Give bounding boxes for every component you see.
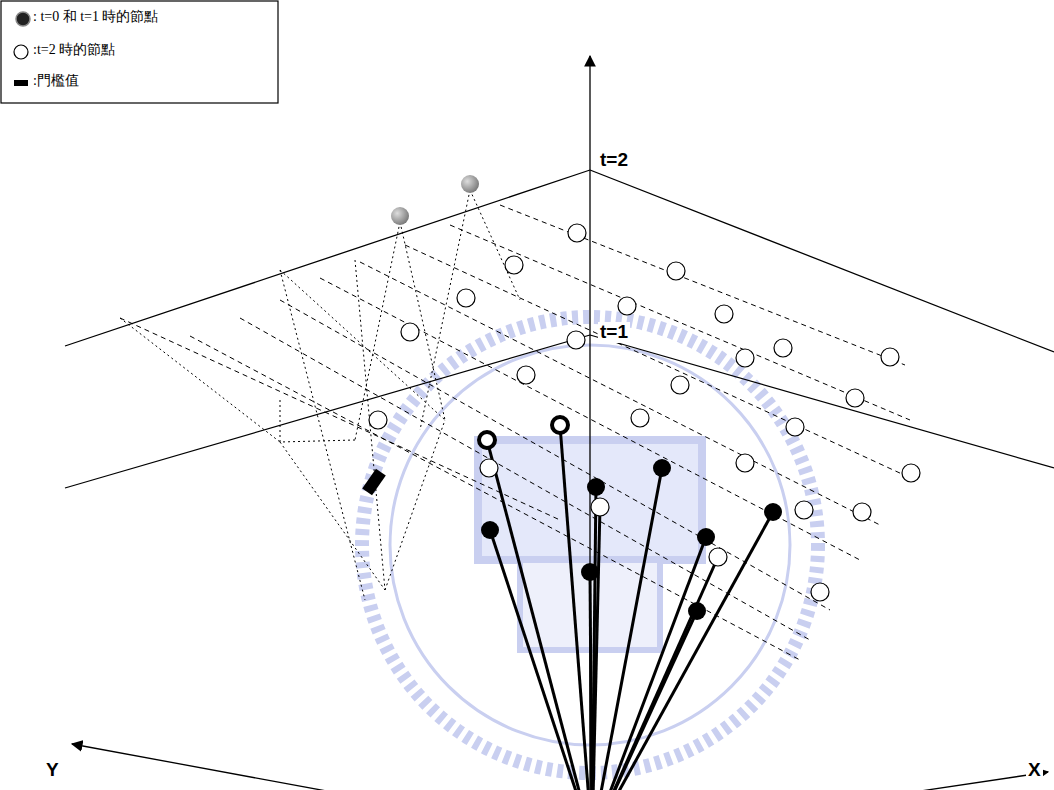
legend-text: : t=0 和 t=1 時的節點 <box>33 9 158 26</box>
dashed-line <box>190 336 800 660</box>
t2-node <box>774 339 792 357</box>
dotted-line <box>280 400 281 442</box>
spoke-line <box>592 512 773 790</box>
hollow-node <box>552 417 568 433</box>
t2-node <box>709 548 727 566</box>
dotted-line <box>420 190 470 430</box>
t2-node <box>480 459 498 477</box>
dashed-line <box>320 278 860 560</box>
grey-node <box>391 207 409 225</box>
t2-node <box>853 503 871 521</box>
t2-node <box>631 409 649 427</box>
legend-text: :門檻值 <box>33 73 79 90</box>
node-dot <box>697 528 715 546</box>
t2-node <box>369 411 387 429</box>
dashed-line <box>240 318 810 640</box>
spoke-line <box>592 557 718 790</box>
spoke-line <box>592 507 600 790</box>
t2-node <box>736 349 754 367</box>
t2-node <box>457 289 475 307</box>
dotted-line <box>280 440 355 442</box>
t2-node <box>505 256 523 274</box>
t2-node <box>667 262 685 280</box>
t2-node <box>517 366 535 384</box>
dashed-line <box>450 225 910 420</box>
dotted-line <box>385 420 445 590</box>
dashed-line <box>360 262 880 525</box>
dotted-line <box>470 190 520 300</box>
t2-node <box>846 389 864 407</box>
node-dot <box>581 563 599 581</box>
legend-bar <box>14 80 28 86</box>
t2-node <box>811 583 829 601</box>
t2-node <box>902 464 920 482</box>
node-dot <box>764 503 782 521</box>
dotted-line <box>400 222 445 420</box>
legend-circle <box>14 45 28 59</box>
t2-node <box>881 348 899 366</box>
dashed-line <box>500 205 905 365</box>
spoke-line <box>487 440 592 790</box>
t2-node <box>567 331 585 349</box>
axis-label: t=1 <box>598 322 630 343</box>
legend-box <box>1 1 278 103</box>
axis-label: X <box>1026 760 1043 781</box>
t2-node <box>671 376 689 394</box>
dotted-line <box>120 318 280 442</box>
legend-dot <box>16 12 30 26</box>
axis-label: t=2 <box>598 150 630 171</box>
threshold-bar <box>362 469 386 496</box>
dotted-line <box>280 270 365 600</box>
t2-node <box>736 454 754 472</box>
t2-node <box>618 297 636 315</box>
node-dot <box>481 521 499 539</box>
hollow-node <box>479 432 495 448</box>
t2-node <box>401 323 419 341</box>
spoke-line <box>592 468 662 790</box>
dotted-line <box>280 442 385 590</box>
spoke-line <box>560 425 592 790</box>
node-dot <box>688 602 706 620</box>
t2-node <box>786 418 804 436</box>
node-dot <box>653 459 671 477</box>
t2-node <box>715 305 733 323</box>
spoke-line <box>590 572 592 790</box>
dashed-line <box>120 318 560 520</box>
t2-node <box>568 224 586 242</box>
axis-label: Y <box>44 760 61 781</box>
axes <box>65 56 1054 790</box>
grey-node <box>461 175 479 193</box>
t2-node <box>591 498 609 516</box>
t2-node <box>795 501 813 519</box>
node-dot <box>587 478 605 496</box>
legend-text: :t=2 時的節點 <box>33 42 115 59</box>
